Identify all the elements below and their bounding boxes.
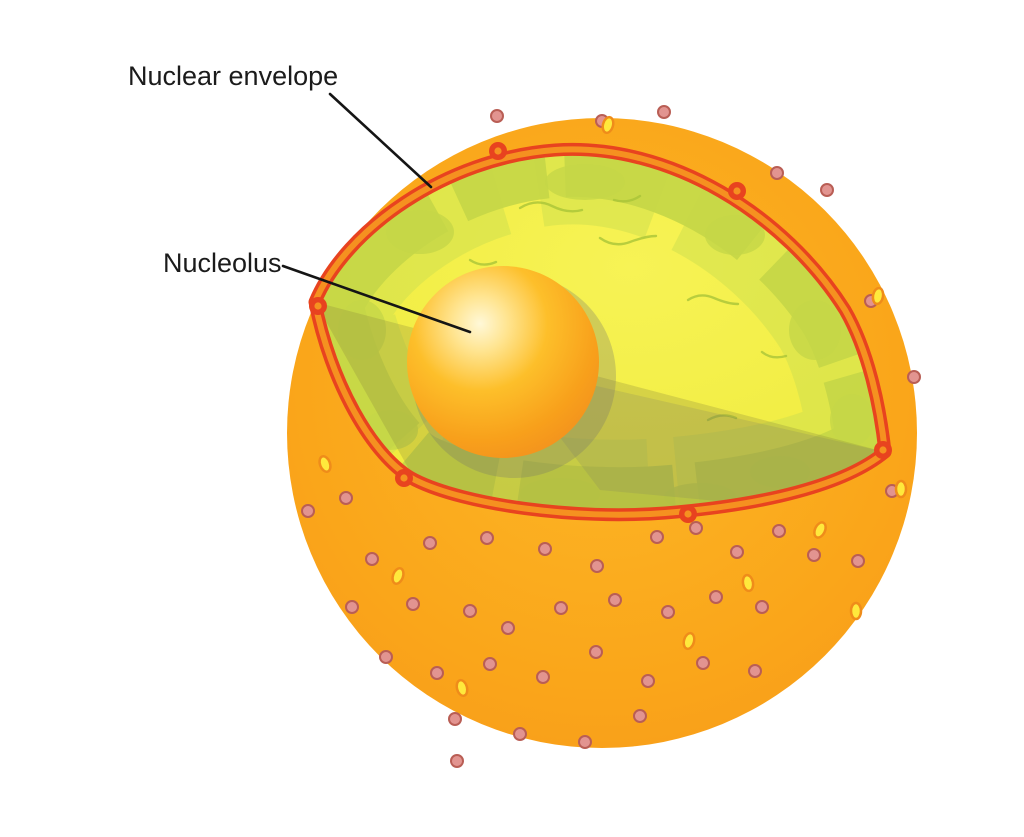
surface-dot [406,597,420,611]
surface-dot [689,521,703,535]
surface-dot [339,491,353,505]
surface-oval [455,678,469,698]
surface-dot [538,542,552,556]
surface-dot [301,504,315,518]
nucleolus-shadow-fan [505,365,885,505]
surface-dot [345,600,359,614]
surface-dot [907,370,921,384]
surface-oval [741,573,755,593]
surface-dot [501,621,515,635]
nuclear-envelope-label: Nuclear envelope [128,61,338,91]
surface-dot [554,601,568,615]
surface-dot [633,709,647,723]
nucleolus-sphere [407,266,599,458]
surface-dot [463,604,477,618]
surface-dot [480,531,494,545]
surface-dot [748,664,762,678]
surface-dot [657,105,671,119]
nuclear-pores [309,142,892,523]
surface-dot [483,657,497,671]
surface-dot [772,524,786,538]
surface-dot [755,600,769,614]
surface-dot [490,109,504,123]
surface-dot [730,545,744,559]
chromatin-strands [468,194,788,422]
surface-dot [608,593,622,607]
surface-ovals [318,115,908,698]
surface-oval [391,567,405,585]
surface-dot [820,183,834,197]
surface-dot [590,559,604,573]
surface-dot [589,645,603,659]
surface-dot [770,166,784,180]
nucleus-interior-cutaway [315,149,885,515]
surface-oval [849,601,863,621]
surface-dot [807,548,821,562]
surface-oval [682,631,696,651]
surface-dot [641,674,655,688]
surface-dot [851,554,865,568]
surface-dot [696,656,710,670]
surface-oval [813,521,827,539]
nucleolus-leader-line [281,264,472,334]
surface-dot [430,666,444,680]
surface-oval [601,115,615,135]
surface-oval [894,479,908,499]
surface-dot [513,727,527,741]
surface-dot [650,530,664,544]
surface-dot [536,670,550,684]
nucleolus-label: Nucleolus [163,248,282,278]
surface-dots [301,105,921,768]
surface-oval [871,286,885,306]
surface-dot [578,735,592,749]
surface-dot [379,650,393,664]
surface-oval [318,455,332,473]
surface-dot [423,536,437,550]
surface-dot [450,754,464,768]
surface-dot [661,605,675,619]
surface-dot [448,712,462,726]
surface-dot [709,590,723,604]
nuclear-envelope-leader-line [328,92,433,189]
surface-dot [365,552,379,566]
chromatin-band [315,149,885,514]
